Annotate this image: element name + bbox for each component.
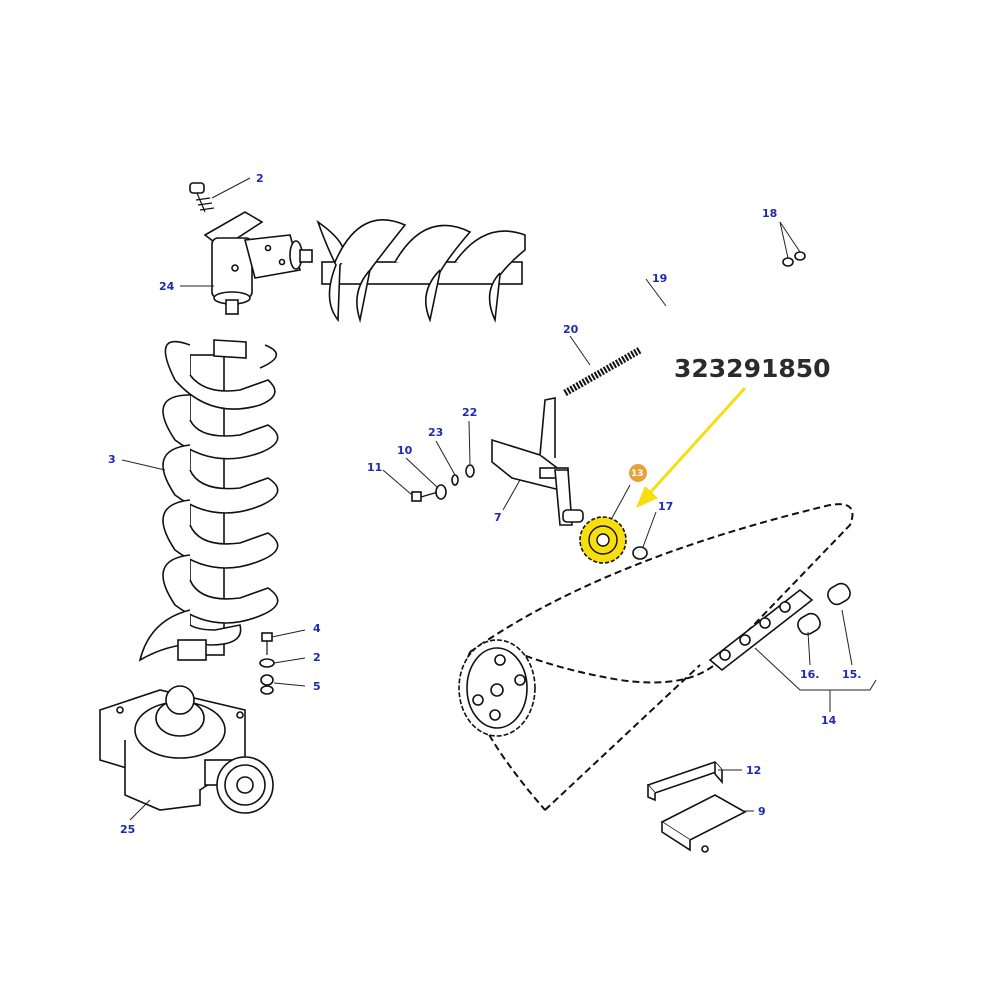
callout-3: 3	[108, 453, 116, 466]
callout-18: 18	[762, 207, 777, 220]
callout-2-bottom: 2	[313, 651, 321, 664]
chain-segment-part	[708, 588, 814, 672]
callout-7: 7	[494, 511, 502, 524]
callout-2-top: 2	[256, 172, 264, 185]
horizontal-auger-part	[316, 219, 526, 324]
hardware-stack-part	[259, 632, 275, 695]
large-sprocket-part	[458, 639, 536, 737]
base-gearbox-part	[99, 685, 274, 814]
callout-25: 25	[120, 823, 135, 836]
callout-14: 14	[821, 714, 837, 727]
threaded-rod-part	[647, 251, 806, 343]
callout-5: 5	[313, 680, 321, 693]
callout-4: 4	[313, 622, 321, 635]
callout-11: 11	[367, 461, 382, 474]
tensioner-bracket-part	[491, 397, 584, 526]
leader-lines	[121, 177, 877, 821]
chain-guide-part	[646, 761, 724, 802]
callout-19: 19	[652, 272, 667, 285]
o-ring-part	[632, 546, 648, 560]
mounting-bracket-part	[660, 794, 747, 853]
callout-13-badge	[629, 464, 647, 482]
part-number-label: 323291850	[674, 354, 831, 383]
callout-17: 17	[658, 500, 673, 513]
callout-16: 16.	[800, 668, 820, 681]
callout-20: 20	[563, 323, 579, 336]
callout-15: 15.	[842, 668, 862, 681]
callout-22: 22	[462, 406, 477, 419]
callout-9: 9	[758, 805, 766, 818]
bolt-part	[189, 182, 215, 213]
callout-10: 10	[397, 444, 413, 457]
callout-24: 24	[159, 280, 175, 293]
callout-13: 13	[631, 469, 644, 479]
vertical-auger-part	[138, 339, 279, 662]
spring-part	[563, 346, 642, 397]
washer-set-part	[411, 464, 475, 502]
chain-link-part	[797, 582, 851, 636]
highlighted-sprocket-part	[579, 516, 627, 564]
callout-23: 23	[428, 426, 443, 439]
angle-gearbox-part	[203, 211, 313, 315]
callout-12: 12	[746, 764, 761, 777]
highlight-arrow	[636, 386, 747, 508]
